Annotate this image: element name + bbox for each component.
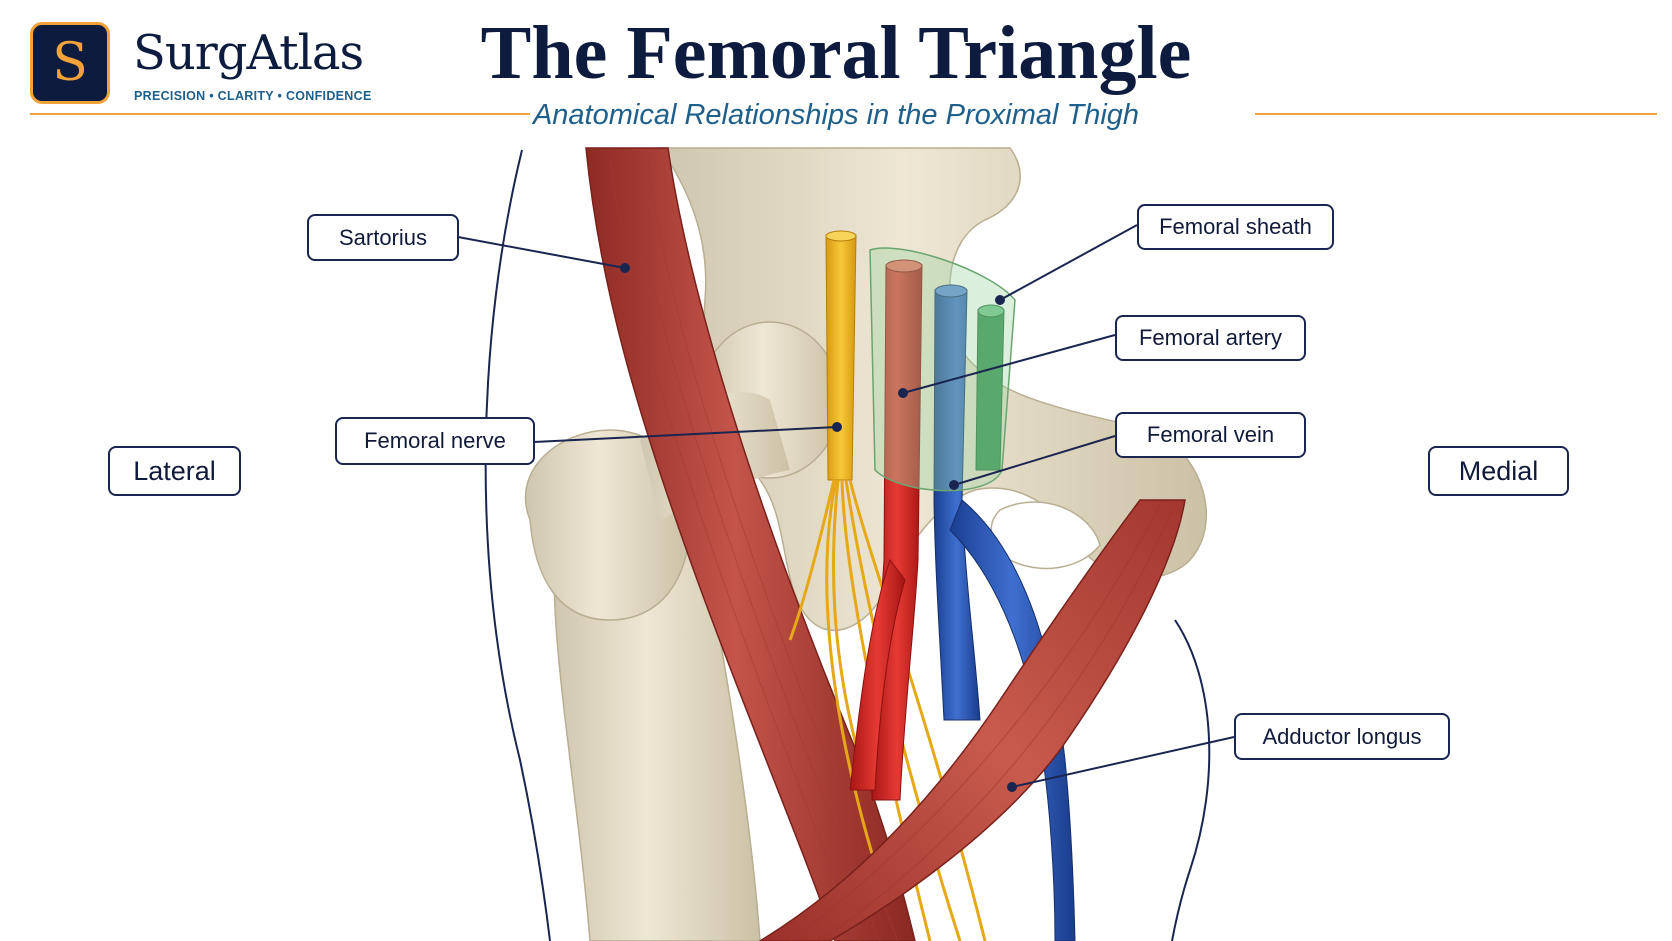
label-adductor-longus: Adductor longus <box>1234 713 1450 760</box>
femoral-nerve-end <box>825 230 857 242</box>
brand-name: SurgAtlas <box>133 25 364 81</box>
lymph-opening <box>977 304 1005 318</box>
label-lateral: Lateral <box>108 446 241 496</box>
leader-femoral-nerve <box>533 426 838 443</box>
femoral-nerve-trunk <box>825 234 857 481</box>
label-femoral-sheath: Femoral sheath <box>1137 204 1334 250</box>
leader-femoral-sheath <box>999 224 1138 301</box>
leader-lines <box>457 224 1235 792</box>
label-femoral-vein: Femoral vein <box>1115 412 1306 458</box>
divider-right <box>1255 113 1657 115</box>
vein-opening <box>934 284 968 298</box>
leader-sartorius <box>457 236 626 269</box>
divider-left <box>30 113 530 115</box>
femoral-vein-vessel <box>933 289 981 721</box>
thigh-outline-medial <box>1171 619 1211 941</box>
brand-logo: S <box>30 22 110 104</box>
label-femoral-nerve: Femoral nerve <box>335 417 535 465</box>
sartorius-striations <box>609 159 899 941</box>
brand-tagline: PRECISION • CLARITY • CONFIDENCE <box>134 89 372 103</box>
artery-opening <box>885 259 923 273</box>
adductor-striations <box>789 504 1173 941</box>
page-subtitle: Anatomical Relationships in the Proximal… <box>532 99 1140 131</box>
adductor-longus-muscle <box>758 499 1186 941</box>
label-medial: Medial <box>1428 446 1569 496</box>
leader-femoral-artery <box>902 334 1116 394</box>
page-title: The Femoral Triangle <box>480 11 1192 95</box>
label-femoral-artery: Femoral artery <box>1115 315 1306 361</box>
leader-adductor-longus <box>1011 736 1235 788</box>
brand-logo-letter: S <box>52 33 88 93</box>
deep-femoral-artery <box>849 558 906 791</box>
label-sartorius: Sartorius <box>307 214 459 261</box>
leader-femoral-vein <box>953 435 1116 486</box>
femoral-sheath-tube <box>869 247 1016 492</box>
thigh-outline-lateral <box>484 149 551 941</box>
